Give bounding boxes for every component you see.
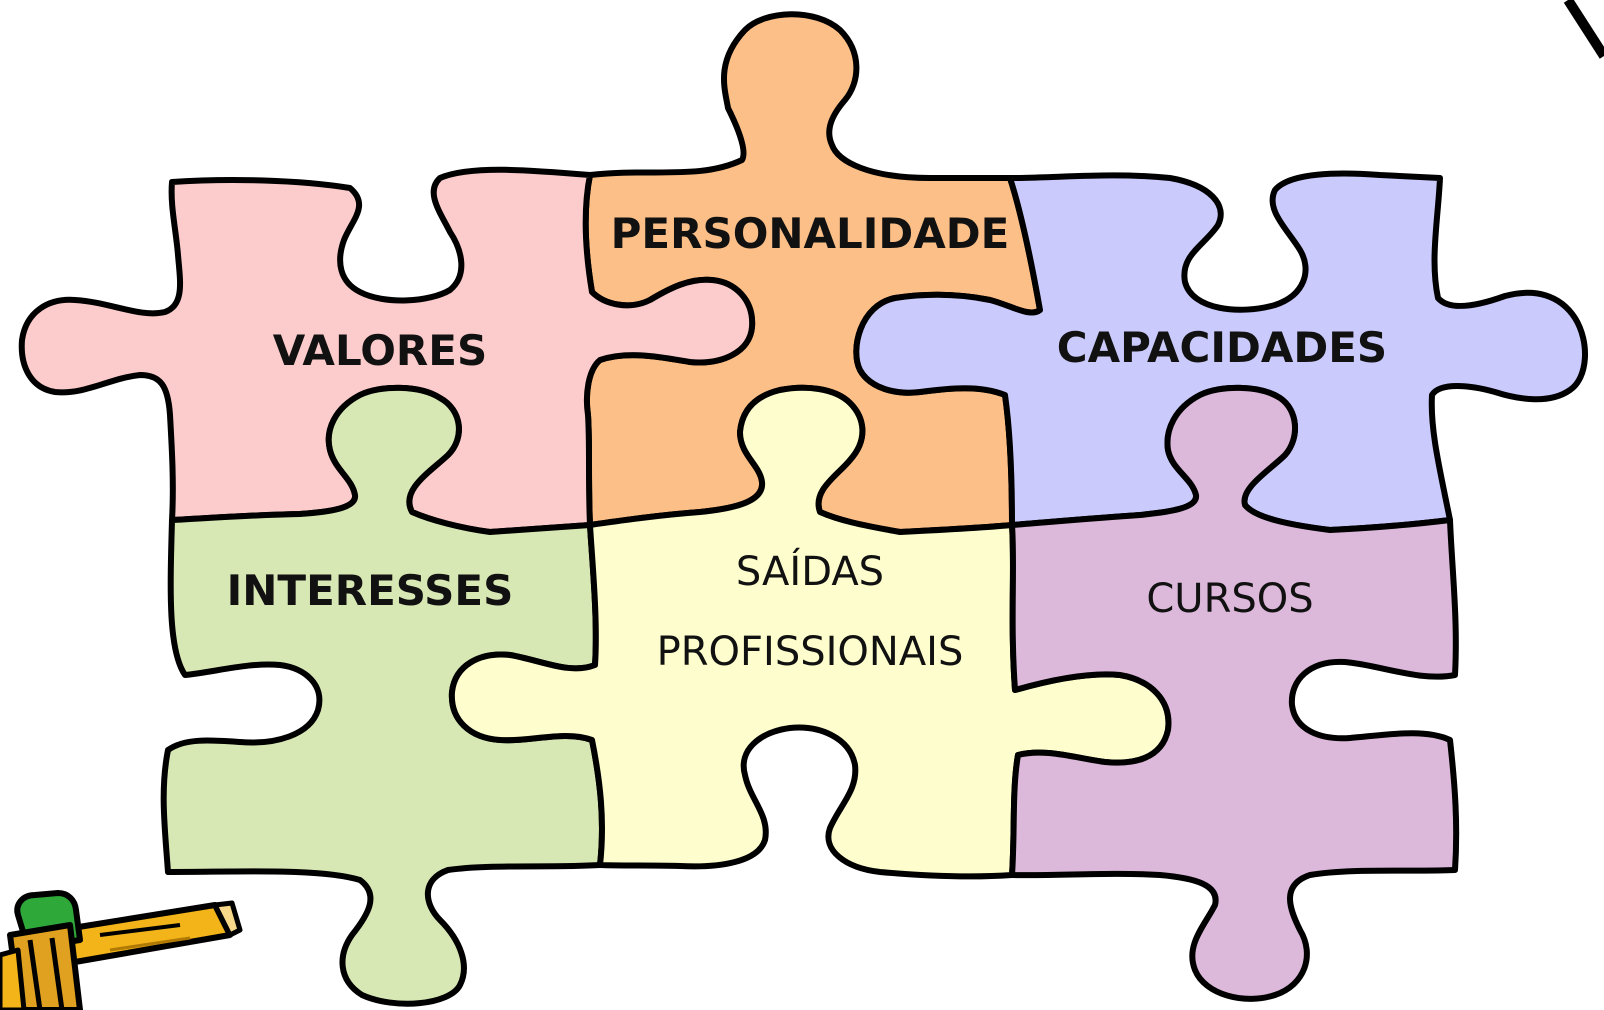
corner-line-icon (1563, 0, 1604, 59)
label-saidas-line2: PROFISSIONAIS (657, 629, 964, 675)
label-valores: VALORES (273, 326, 487, 375)
label-interesses: INTERESSES (227, 566, 514, 615)
label-personalidade: PERSONALIDADE (611, 209, 1010, 258)
pencil-icon (0, 890, 243, 1010)
label-cursos: CURSOS (1146, 576, 1313, 622)
puzzle-piece-cursos (1009, 384, 1460, 1002)
label-saidas-line1: SAÍDAS (736, 547, 884, 595)
label-capacidades: CAPACIDADES (1057, 323, 1387, 372)
